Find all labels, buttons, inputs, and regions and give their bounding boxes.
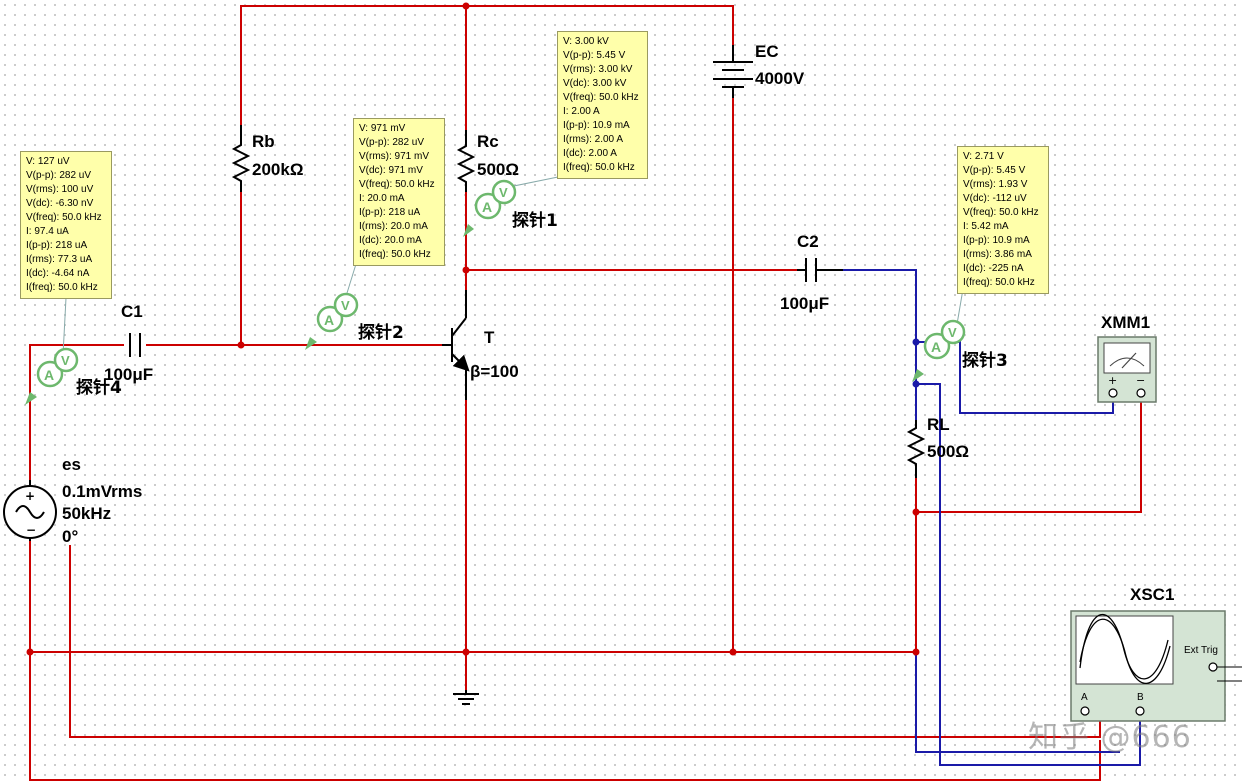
es-name: es <box>62 455 81 474</box>
svg-text:V: V <box>948 325 957 340</box>
probe-3-label: 探针3 <box>962 350 1008 371</box>
probe-2[interactable]: A V 探针2 <box>305 292 404 350</box>
c1-value: 100μF <box>104 365 153 384</box>
svg-text:A: A <box>44 367 54 383</box>
resistor-rl[interactable]: RL 500Ω <box>906 415 969 478</box>
xsc1-channel-a-terminal[interactable] <box>1080 706 1090 716</box>
t-name: T <box>484 328 495 347</box>
es-frequency: 50kHz <box>62 504 111 523</box>
blue-wires <box>843 269 1141 766</box>
svg-text:+: + <box>1108 374 1117 387</box>
probe-3[interactable]: A V 探针3 <box>912 319 1008 382</box>
svg-text:A: A <box>482 199 492 215</box>
probe-1[interactable]: A V 探针1 <box>463 179 558 237</box>
probe-leaders <box>62 176 964 356</box>
es-amplitude: 0.1mVrms <box>62 482 142 501</box>
probe-4[interactable]: A V 探针4 <box>25 347 122 405</box>
rc-name: Rc <box>477 132 499 151</box>
svg-text:+: + <box>25 489 35 503</box>
junction-dots <box>26 2 920 656</box>
rb-value: 200kΩ <box>252 160 303 179</box>
capacitor-c1[interactable]: C1 100μF <box>104 302 153 384</box>
oscilloscope-xsc1[interactable]: XSC1 Ext Trig A B <box>1070 585 1242 722</box>
svg-text:A: A <box>931 339 941 355</box>
svg-text:B: B <box>1137 692 1144 703</box>
rl-name: RL <box>927 415 950 434</box>
c2-value: 100μF <box>780 294 829 313</box>
svg-text:V: V <box>61 353 70 368</box>
es-phase: 0° <box>62 527 78 546</box>
xmm1-plus-terminal[interactable] <box>1108 388 1118 398</box>
svg-text:A: A <box>1081 692 1088 703</box>
ec-name: EC <box>755 42 779 61</box>
c2-name: C2 <box>797 232 819 251</box>
capacitor-c2[interactable]: C2 100μF <box>780 232 843 313</box>
watermark: 知乎 @666 <box>1028 720 1192 755</box>
xmm1-name: XMM1 <box>1101 313 1150 332</box>
xsc1-channel-b-terminal[interactable] <box>1135 706 1145 716</box>
probe-4-label: 探针4 <box>76 377 122 398</box>
resistor-rb[interactable]: Rb 200kΩ <box>231 125 303 192</box>
t-value: β=100 <box>470 362 519 381</box>
transistor-t[interactable]: T β=100 <box>442 290 519 400</box>
ground-symbol <box>453 690 479 705</box>
multimeter-xmm1[interactable]: XMM1 + − <box>1097 313 1157 403</box>
rb-name: Rb <box>252 132 275 151</box>
svg-text:V: V <box>341 298 350 313</box>
red-wires <box>29 5 1142 781</box>
battery-ec[interactable]: EC 4000V <box>713 42 805 98</box>
c1-name: C1 <box>121 302 143 321</box>
xsc1-name: XSC1 <box>1130 585 1174 604</box>
xmm1-minus-terminal[interactable] <box>1136 388 1146 398</box>
svg-text:V: V <box>499 185 508 200</box>
svg-text:−: − <box>1136 374 1145 387</box>
xsc1-ext-trig: Ext Trig <box>1184 645 1218 656</box>
rc-value: 500Ω <box>477 160 519 179</box>
rl-value: 500Ω <box>927 442 969 461</box>
resistor-rc[interactable]: Rc 500Ω <box>456 130 519 192</box>
svg-text:A: A <box>324 312 334 328</box>
svg-text:−: − <box>26 523 36 537</box>
probe-1-label: 探针1 <box>512 210 558 231</box>
probe-2-label: 探针2 <box>358 322 404 343</box>
ac-source-es[interactable]: + − es 0.1mVrms 50kHz 0° <box>3 455 142 546</box>
xsc1-ext-trig-terminal[interactable] <box>1208 662 1218 672</box>
ec-value: 4000V <box>755 69 805 88</box>
